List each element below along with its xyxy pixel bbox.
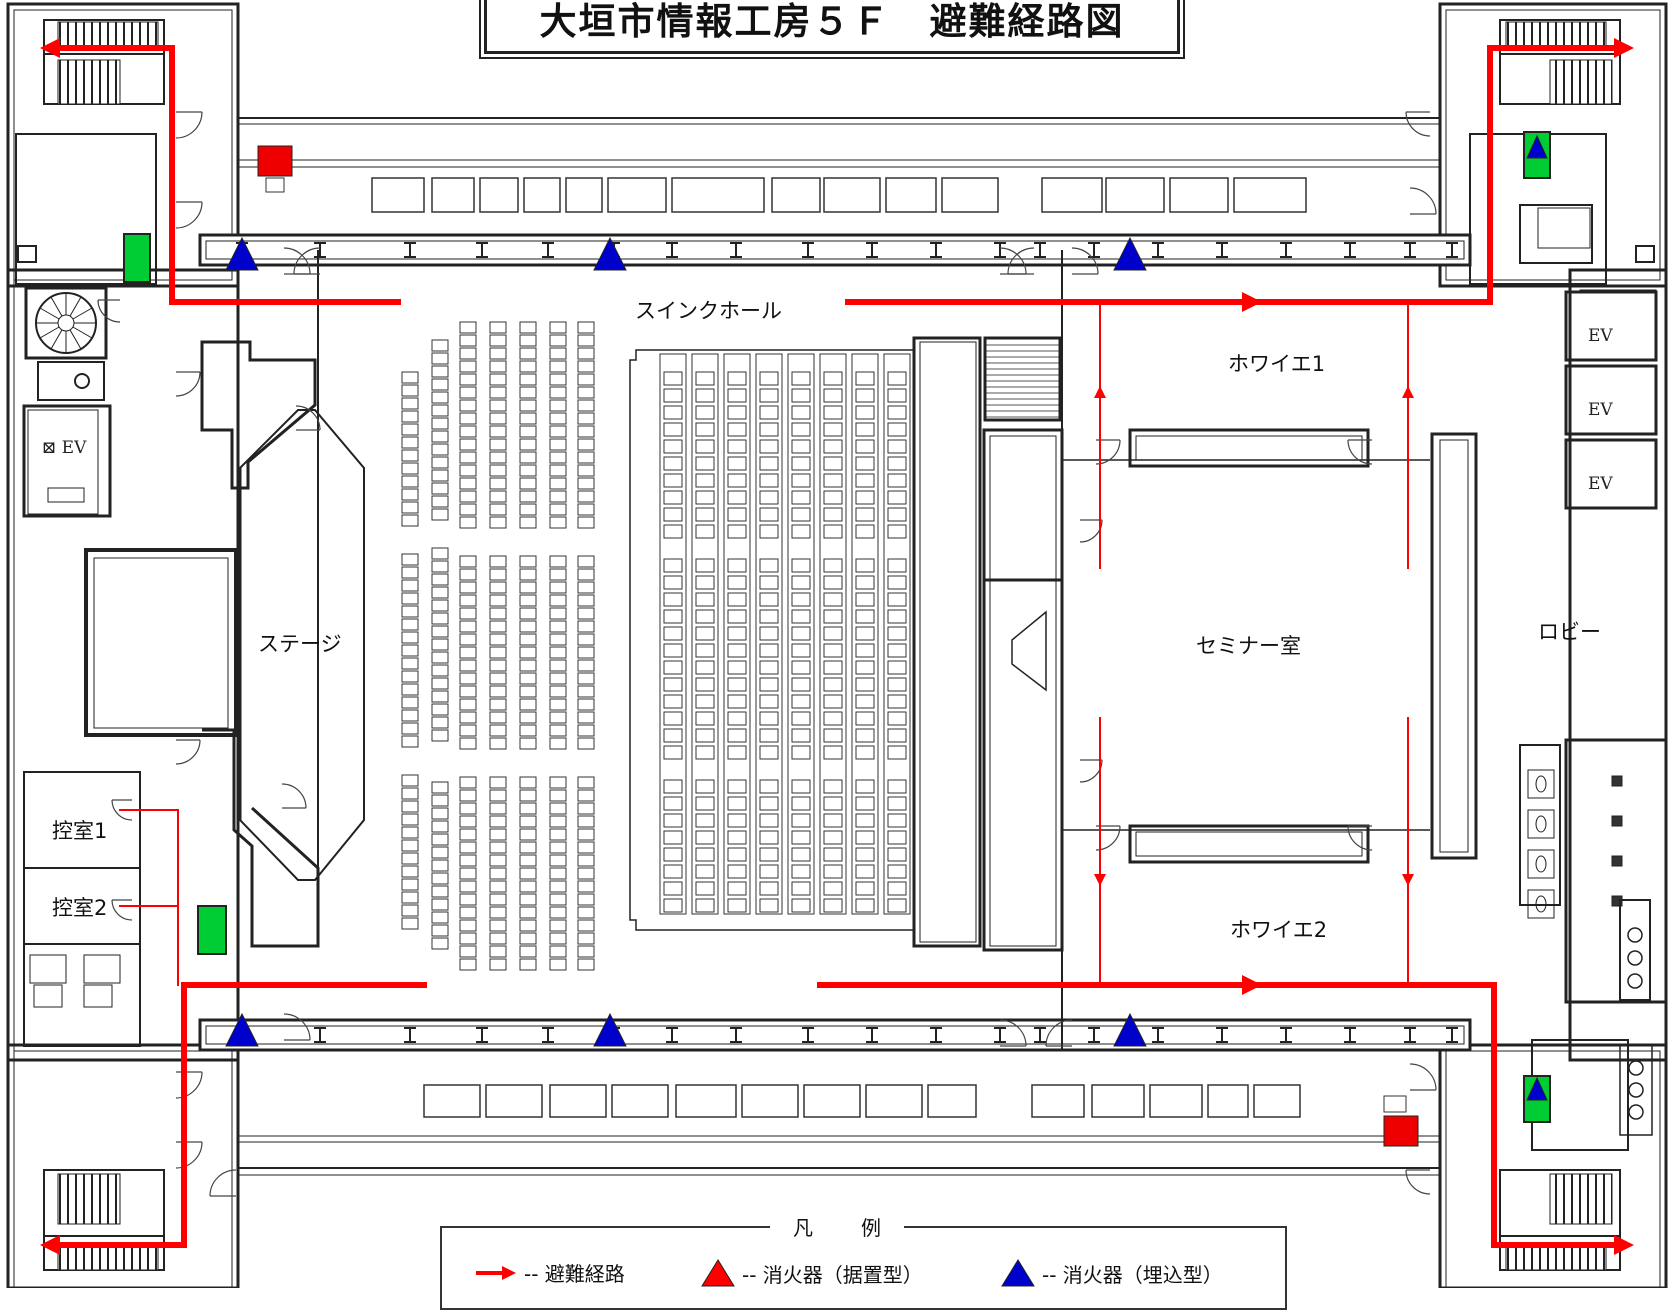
evacuation-routes (53, 45, 1621, 1248)
legend-route: -- 避難経路 (474, 1258, 625, 1287)
top-corridor-boxes (371, 177, 1307, 213)
legend-extinguisher-embedded: -- 消火器（埋込型） (1000, 1258, 1223, 1288)
stairs-bottom-right (1499, 1169, 1621, 1271)
red-arrow-icon (476, 1265, 516, 1280)
beam-columns (236, 242, 1458, 1043)
elevator-label: ⊠ EV (42, 438, 87, 458)
door-swings (97, 111, 1437, 1197)
room-label-lobby: ロビー (1538, 620, 1601, 644)
legend-extinguisher-embedded-label: -- 消火器（埋込型） (1042, 1262, 1223, 1287)
room-label-stage: ステージ (258, 632, 342, 656)
route-arrowheads (40, 38, 1634, 1255)
legend-extinguisher-standing-label: -- 消火器（据置型） (742, 1262, 923, 1287)
room-label-foyer1: ホワイエ1 (1228, 352, 1326, 376)
spiral-stair (24, 286, 108, 401)
right-wing-rooms (1469, 133, 1668, 1151)
elevator-label: EV (1588, 400, 1613, 420)
room-label-swing-hall: スインクホール (635, 299, 782, 323)
extinguisher-embedded-markers (225, 134, 1548, 1101)
bottom-corridor-boxes (423, 1084, 1301, 1118)
stage (238, 250, 365, 945)
elevator-label: EV (1588, 326, 1613, 346)
room-label-waiting2: 控室2 (52, 896, 108, 920)
audience-seating (401, 321, 911, 971)
alarm-box (257, 145, 1419, 1147)
elevator-label: EV (1588, 474, 1613, 494)
stairs-small (983, 336, 1062, 422)
stairs-top-left (43, 19, 165, 105)
seminar-walls (982, 250, 1478, 1050)
legend-title: 凡 例 (770, 1212, 904, 1241)
page-title: 大垣市情報工房５Ｆ 避難経路図 (539, 0, 1125, 43)
stairs-bottom-left (43, 1169, 165, 1271)
red-triangle-icon (701, 1259, 735, 1287)
room-label-foyer2: ホワイエ2 (1230, 918, 1328, 942)
blue-triangle-icon (1001, 1259, 1035, 1287)
seating-frame (629, 336, 982, 948)
title-box: 大垣市情報工房５Ｆ 避難経路図 (484, 0, 1180, 54)
left-wing-rooms (15, 133, 320, 1047)
legend-route-label: -- 避難経路 (524, 1262, 625, 1286)
room-label-seminar: セミナー室 (1196, 634, 1301, 658)
legend-extinguisher-standing: -- 消火器（据置型） (700, 1258, 923, 1288)
room-label-waiting1: 控室1 (52, 819, 108, 843)
stairs-top-right (1499, 19, 1621, 105)
